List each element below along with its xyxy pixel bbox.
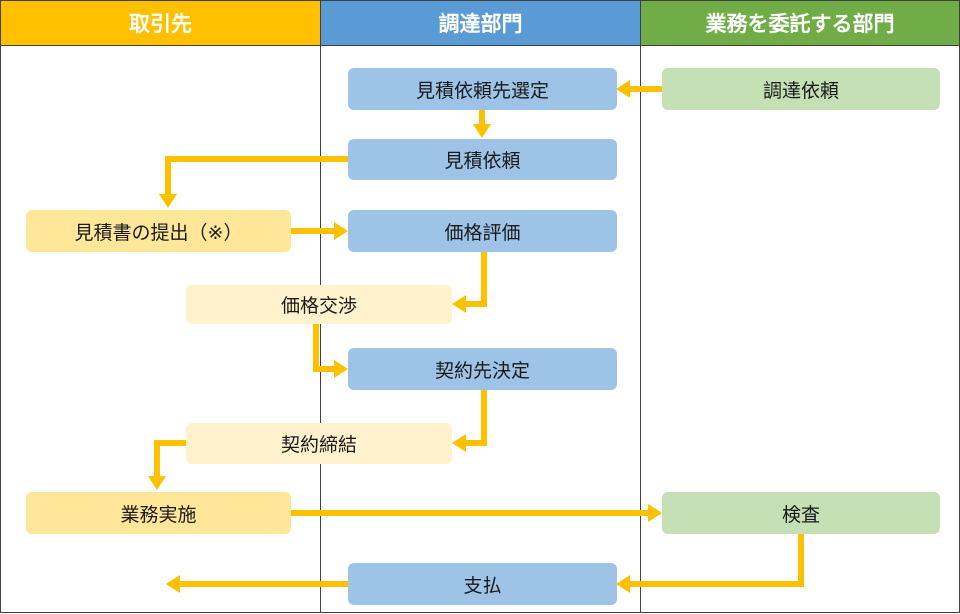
lane-header-supplier: 取引先 xyxy=(0,0,321,46)
box-inspection: 検査 xyxy=(662,492,940,534)
box-decide-vendor: 契約先決定 xyxy=(348,348,617,390)
lane-procurement xyxy=(320,46,641,613)
box-price-evaluation: 価格評価 xyxy=(348,210,617,252)
box-select-vendor: 見積依頼先選定 xyxy=(348,68,617,110)
box-execution: 業務実施 xyxy=(26,492,291,534)
lane-header-procurement: 調達部門 xyxy=(320,0,641,46)
lane-header-requester: 業務を委託する部門 xyxy=(640,0,960,46)
box-price-negotiation: 価格交渉 xyxy=(186,285,452,324)
box-procurement-request: 調達依頼 xyxy=(662,68,940,110)
box-contract: 契約締結 xyxy=(186,423,452,464)
box-payment: 支払 xyxy=(348,563,617,605)
box-quote-request: 見積依頼 xyxy=(348,139,617,180)
box-submit-quote: 見積書の提出（※） xyxy=(26,210,291,252)
